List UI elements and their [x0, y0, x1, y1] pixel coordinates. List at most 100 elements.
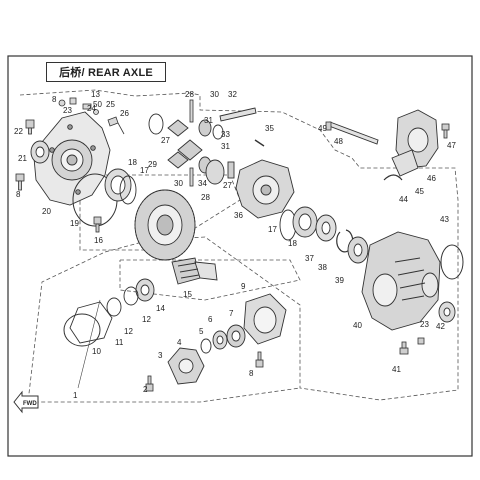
callout-16: 16: [94, 236, 103, 245]
callout-27a: 27: [161, 136, 170, 145]
pinion-gear-part-15: [171, 257, 218, 285]
bolt-part-49: [325, 121, 332, 131]
gasket-part-11: [69, 301, 113, 344]
callout-50: 50: [93, 100, 102, 109]
callout-42: 42: [436, 322, 445, 331]
differential-case-part-36: [235, 159, 295, 219]
pin-part-35: [254, 139, 265, 147]
diagram-title: 后桥/ REAR AXLE: [46, 62, 166, 82]
callout-8b: 8: [52, 95, 57, 104]
callout-36: 36: [234, 211, 243, 220]
callout-7: 7: [229, 309, 234, 318]
callout-31a: 31: [204, 116, 213, 125]
drain-plug-part-41: [399, 341, 409, 355]
pinion-bearing-part-14: [135, 278, 155, 302]
leader-1: [77, 299, 101, 389]
o-ring-part-43: [440, 244, 464, 280]
snap-ring-part-38: [336, 229, 354, 253]
callout-12b: 12: [124, 327, 133, 336]
callout-4: 4: [177, 338, 182, 347]
callout-30a: 30: [210, 90, 219, 99]
callout-3: 3: [158, 351, 163, 360]
callout-37: 37: [305, 254, 314, 263]
callout-41: 41: [392, 365, 401, 374]
seal-part-5: [200, 338, 212, 354]
bolt-part-47: [441, 123, 450, 139]
fork-clip-part-44: [383, 174, 403, 181]
callout-33: 33: [221, 130, 230, 139]
bolt-part-8-bottom: [255, 351, 264, 368]
callout-19: 19: [70, 219, 79, 228]
outer-frame: [7, 55, 473, 457]
differential-side-gears: [148, 113, 235, 185]
callout-13: 13: [91, 90, 100, 99]
forward-arrow-icon: [13, 390, 39, 414]
callout-28b: 28: [201, 193, 210, 202]
seal-part-37: [315, 214, 337, 242]
callout-28a: 28: [185, 90, 194, 99]
callout-30b: 30: [174, 179, 183, 188]
callout-43: 43: [440, 215, 449, 224]
bearing-part-18-right: [292, 206, 318, 238]
callout-45: 45: [415, 187, 424, 196]
callout-14: 14: [156, 304, 165, 313]
shim-part-12-b: [106, 297, 122, 317]
bearing-part-18-left: [104, 168, 132, 202]
callout-2: 2: [143, 385, 148, 394]
callout-48: 48: [334, 137, 343, 146]
callout-32: 32: [228, 90, 237, 99]
bolt-part-8-left: [15, 173, 25, 191]
callout-12a: 12: [142, 315, 151, 324]
pins-part-30: [189, 99, 194, 187]
callout-29: 29: [148, 160, 157, 169]
pinion-housing-part-9: [243, 293, 287, 345]
callout-6: 6: [208, 315, 213, 324]
small-fasteners-top: [58, 97, 125, 135]
main-housing-part-40: [361, 231, 441, 331]
callout-23b: 23: [420, 320, 429, 329]
seal-part-42: [438, 301, 456, 323]
callout-21: 21: [18, 154, 27, 163]
ring-gear-part-28: [134, 189, 196, 261]
callout-23a: 23: [63, 106, 72, 115]
callout-46: 46: [427, 174, 436, 183]
assembly-outlines: [19, 89, 459, 403]
bearing-part-6: [212, 330, 228, 350]
callout-38: 38: [318, 263, 327, 272]
callout-35: 35: [265, 124, 274, 133]
callout-18b: 18: [288, 239, 297, 248]
callout-47: 47: [447, 141, 456, 150]
bolt-part-2: [145, 375, 154, 392]
output-flange-part-4: [167, 347, 205, 385]
callout-18a: 18: [128, 158, 137, 167]
callout-31b: 31: [221, 142, 230, 151]
callout-34: 34: [198, 179, 207, 188]
callout-15: 15: [183, 290, 192, 299]
callout-9: 9: [241, 282, 246, 291]
forward-label: FWD: [23, 401, 37, 407]
callout-44: 44: [399, 195, 408, 204]
callout-27b: 27: [223, 181, 232, 190]
callout-39: 39: [335, 276, 344, 285]
bolt-part-16: [93, 216, 102, 233]
callout-8a: 8: [16, 190, 21, 199]
shim-part-17-left: [119, 175, 137, 205]
shim-part-12-a: [123, 286, 139, 306]
seal-part-21: [30, 140, 50, 164]
callout-8c: 8: [249, 369, 254, 378]
left-cover-part-20: [33, 111, 111, 206]
bolt-part-22: [25, 119, 35, 135]
part-number-callouts: 1234567888910111212131415161717181819202…: [14, 90, 456, 400]
callout-17a: 17: [140, 166, 149, 175]
callout-22: 22: [14, 127, 23, 136]
bolt-part-23-right: [417, 337, 425, 345]
bearing-part-7: [226, 324, 246, 348]
callout-26: 26: [120, 109, 129, 118]
bearing-part-39: [347, 236, 369, 264]
callout-5: 5: [199, 327, 204, 336]
callout-11: 11: [115, 338, 124, 347]
callout-49: 49: [318, 124, 327, 133]
callout-10: 10: [92, 347, 101, 356]
